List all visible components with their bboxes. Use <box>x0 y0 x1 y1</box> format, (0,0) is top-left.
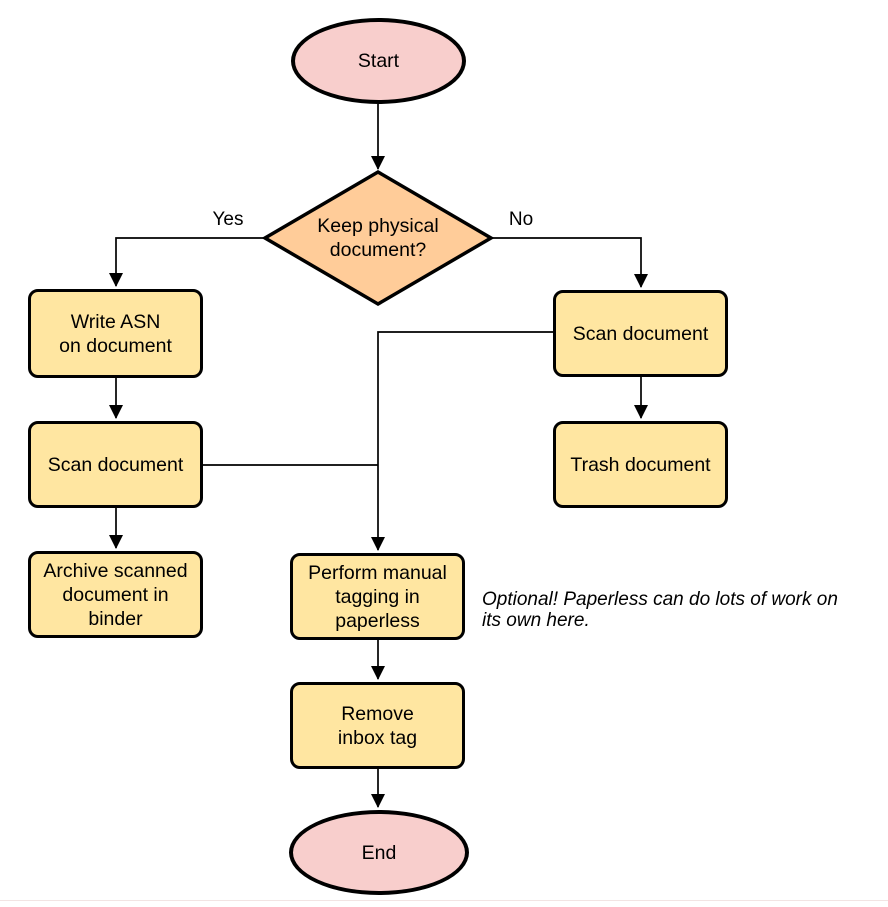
scan-document-right-node: Scan document <box>553 290 728 377</box>
decision-node-label: Keep physical document? <box>317 215 439 261</box>
trash-document-node: Trash document <box>553 421 728 508</box>
perform-tagging-node: Perform manual tagging in paperless <box>290 553 465 640</box>
scan-document-left-node: Scan document <box>28 421 203 508</box>
archive-document-node: Archive scanned document in binder <box>28 551 203 638</box>
edge-scan-right-to-perform-tagging <box>371 331 553 551</box>
edge-decision-yes-to-write-asn <box>109 237 265 287</box>
remove-inbox-tag-node: Remove inbox tag <box>290 682 465 769</box>
scan-document-right-node-label: Scan document <box>572 322 709 345</box>
edge-decision-no-to-scan-right <box>491 237 648 288</box>
bottom-border-line <box>0 900 888 901</box>
edge-label-no: No <box>491 209 551 231</box>
scan-document-left-node-label: Scan document <box>47 453 184 476</box>
write-asn-node-label: Write ASN on document <box>59 310 172 357</box>
end-node-label: End <box>361 841 397 864</box>
archive-document-node-label: Archive scanned document in binder <box>43 559 188 630</box>
perform-tagging-node-label: Perform manual tagging in paperless <box>308 561 447 632</box>
decision-diamond-shape <box>261 169 495 307</box>
edge-label-yes: Yes <box>198 209 258 231</box>
remove-inbox-tag-node-label: Remove inbox tag <box>337 702 418 749</box>
write-asn-node: Write ASN on document <box>28 289 203 378</box>
start-node: Start <box>291 18 466 104</box>
trash-document-node-label: Trash document <box>570 453 711 476</box>
start-node-label: Start <box>357 50 400 72</box>
end-node: End <box>289 810 469 895</box>
optional-note: Optional! Paperless can do lots of work … <box>482 589 838 631</box>
